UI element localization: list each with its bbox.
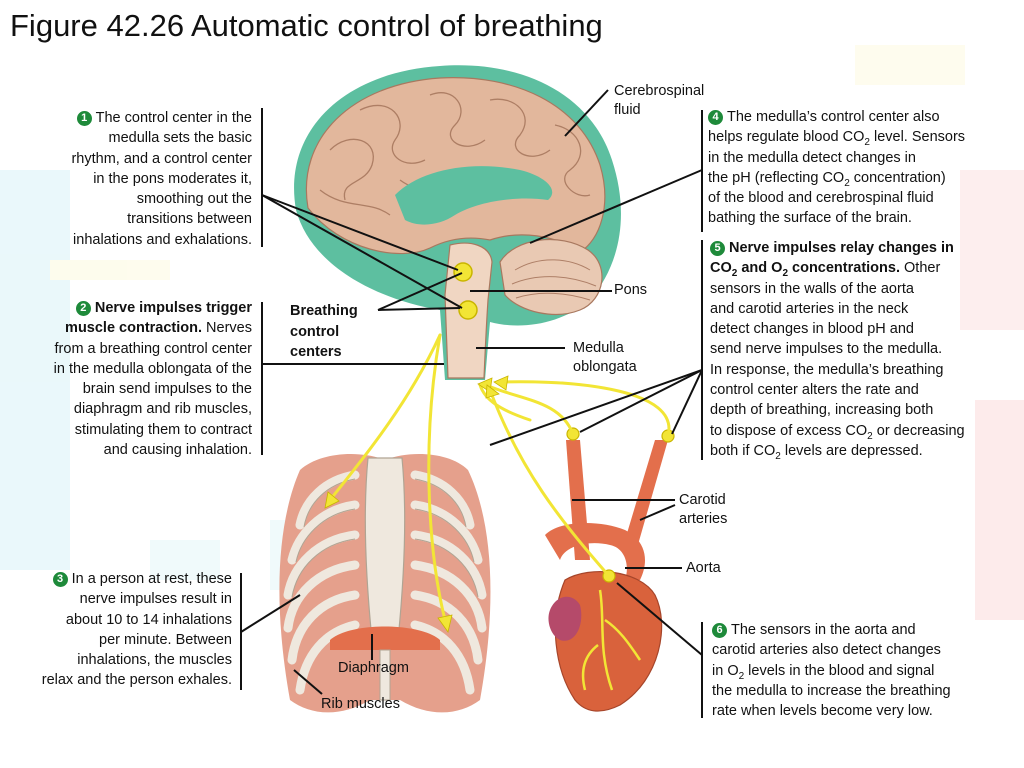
label-breathing-control-centers: Breathing control centers [290,303,358,360]
step-2-badge: 2 [75,301,91,316]
brain-ventricle [395,166,553,225]
heart-illustration [545,427,675,712]
background-decoration [0,45,1024,620]
step-3-badge: 3 [52,572,68,587]
nerve-to-ribs [328,333,442,502]
step-5-badge: 5 [710,241,725,256]
figure-title: Figure 42.26 Automatic control of breath… [10,8,603,43]
nerve-from-carotid-right [498,380,671,438]
nerve-to-diaphragm [427,333,447,622]
label-diaphragm: Diaphragm [338,660,409,676]
step-4-badge: 4 [708,110,723,125]
pons-control-center [453,262,473,282]
carotid-artery-right [622,440,668,555]
step-6-badge: 6 [712,623,727,638]
nerve-from-aorta-2 [478,383,532,422]
nerve-arrowheads [324,375,509,633]
medulla-control-center [458,300,478,320]
sternum [364,457,406,641]
label-rib-muscles: Rib muscles [321,696,400,712]
diaphragm-illustration [330,626,440,650]
nerve-from-carotid-left [484,383,575,436]
step-1-badge: 1 [76,111,92,126]
nerve-from-aorta [488,388,611,578]
label-aorta: Aorta [686,560,721,576]
label-carotid-arteries: Carotid arteries [679,492,728,527]
label-medulla-oblongata: Medulla oblongata [573,340,637,375]
nerve-pathways [328,333,671,622]
leader-lines [240,89,703,718]
rib-cage-illustration [279,454,491,713]
heart [554,570,663,712]
label-cerebrospinal-fluid: Cerebrospinal fluid [614,83,705,118]
brain-illustration [294,65,621,380]
aorta-arch [545,523,645,580]
label-pons: Pons [614,282,648,298]
